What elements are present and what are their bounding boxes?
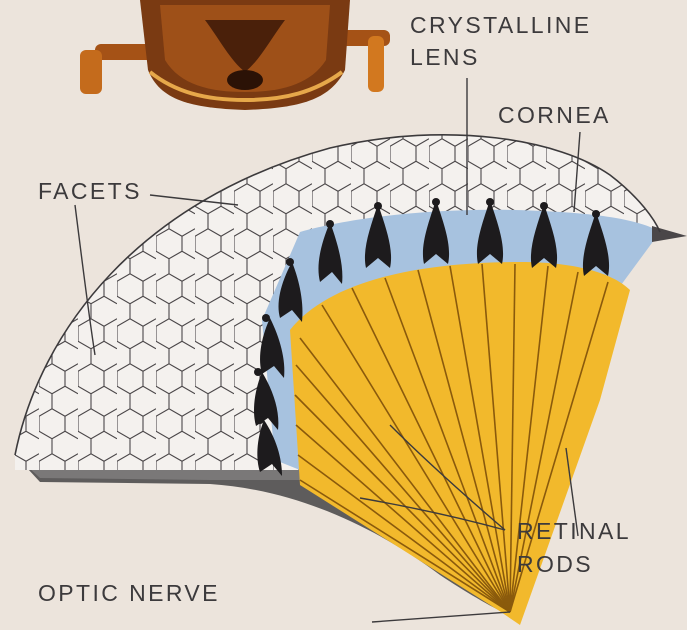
label-rods: RODS [517,549,593,579]
label-lens: LENS [410,42,480,72]
label-optic-nerve: OPTIC NERVE [38,578,220,608]
label-cornea: CORNEA [498,100,611,130]
cornea-tip [652,226,687,242]
label-facets: FACETS [38,176,142,206]
label-retinal: RETINAL [517,516,631,546]
beetle-head-illustration [80,0,390,110]
label-crystalline: CRYSTALLINE [410,10,592,40]
